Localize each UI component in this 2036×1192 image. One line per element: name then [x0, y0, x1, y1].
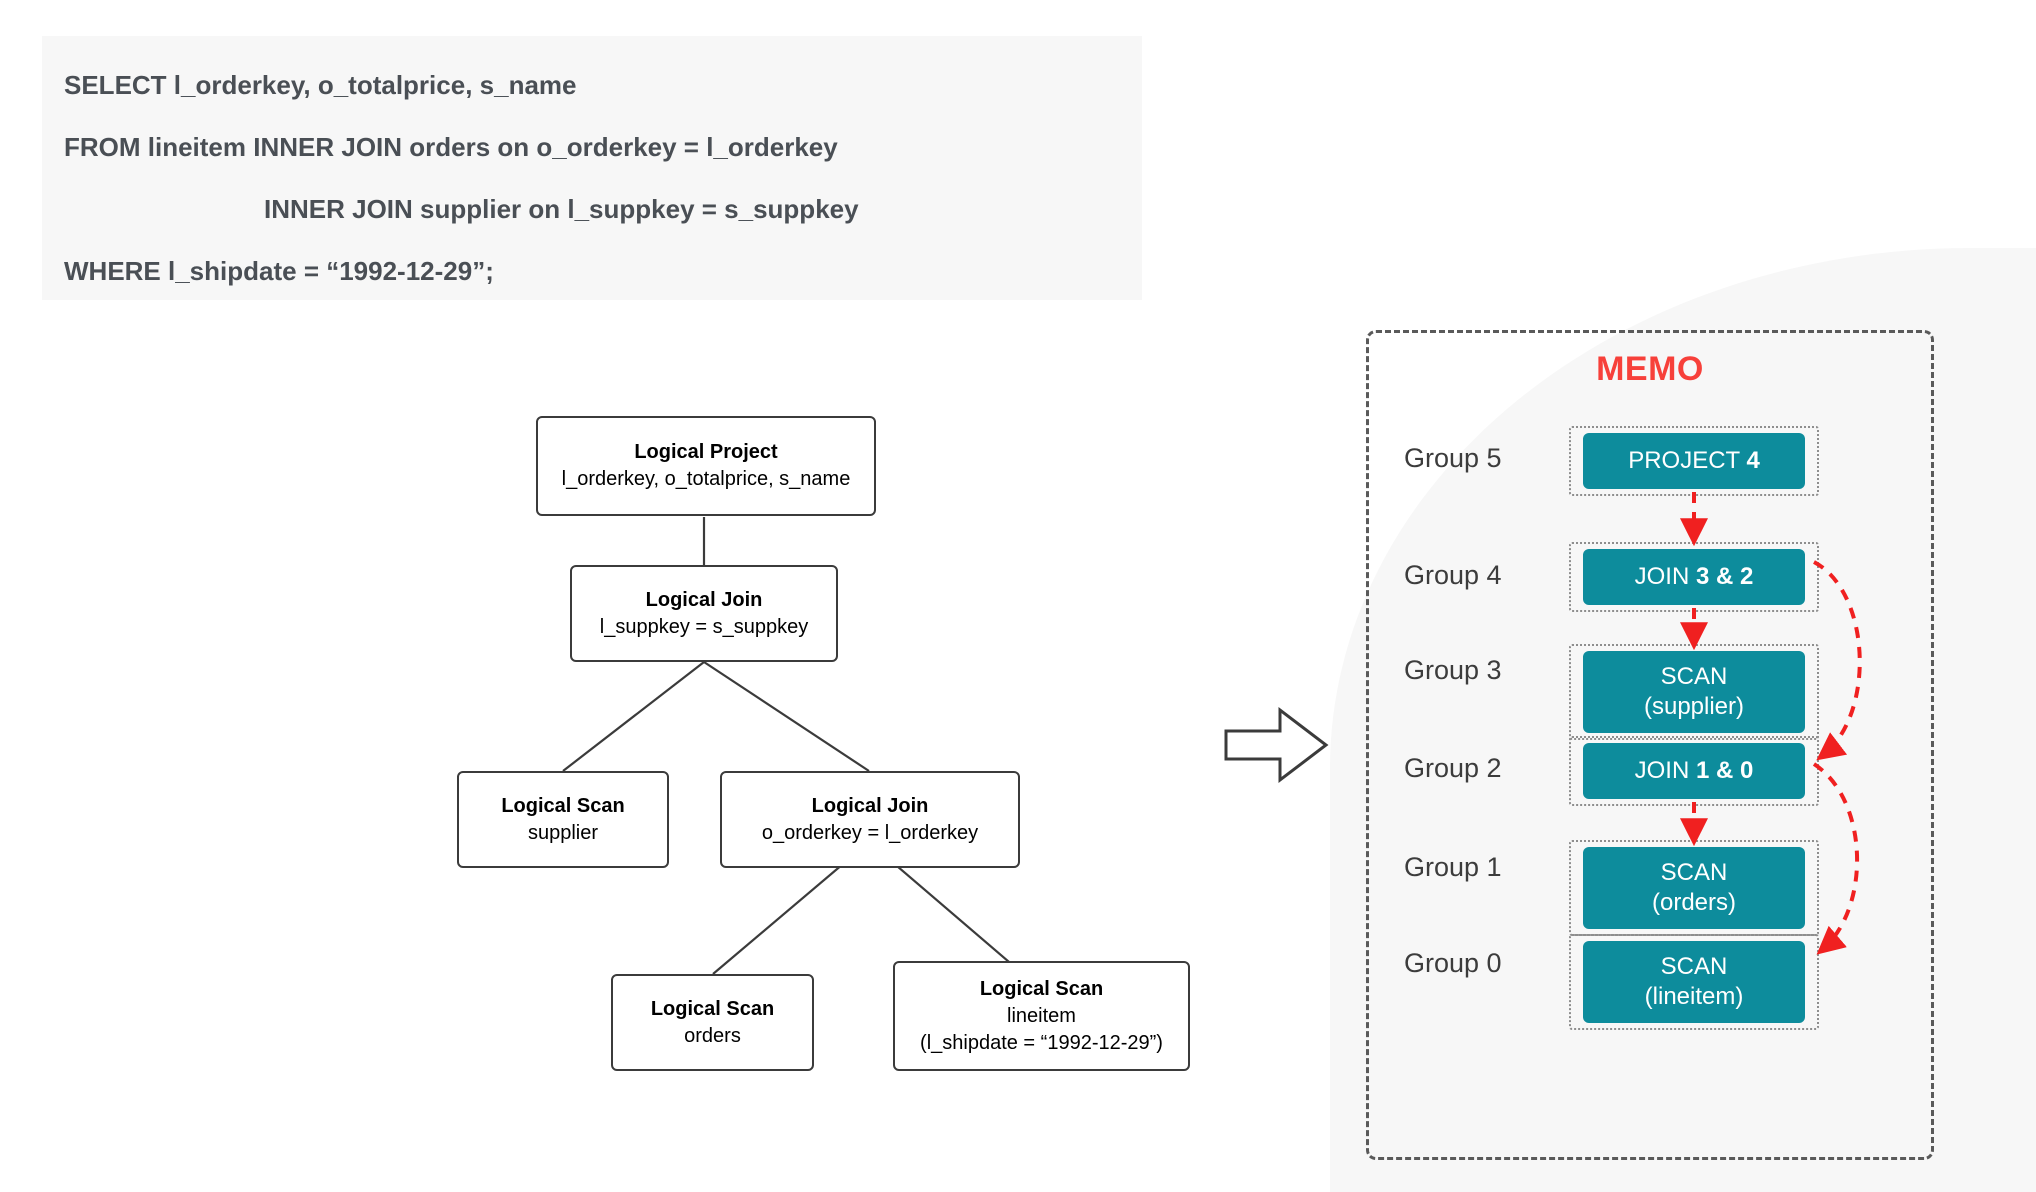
group-label-4: Group 4 — [1404, 560, 1502, 590]
tree-node-subtitle: l_suppkey = s_suppkey — [599, 615, 809, 638]
group-label-5: Group 5 — [1404, 443, 1502, 473]
memo-expr-args: 1 & 0 — [1695, 757, 1754, 784]
memo-panel — [1366, 330, 1934, 1160]
tree-node-logical-join-orderkey[interactable]: Logical Join o_orderkey = l_orderkey — [720, 771, 1020, 868]
sql-query-block: SELECT l_orderkey, o_totalprice, s_name … — [42, 36, 1142, 300]
edge-join1-scan-supplier — [562, 661, 705, 772]
tree-node-title: Logical Scan — [650, 997, 775, 1020]
memo-expr-op: SCAN — [1660, 953, 1728, 980]
memo-expr-op: SCAN — [1660, 663, 1728, 690]
memo-expr-op: JOIN — [1634, 757, 1690, 784]
tree-node-title: Logical Scan — [501, 794, 625, 817]
tree-node-subtitle: l_orderkey, o_totalprice, s_name — [561, 468, 851, 490]
memo-expr-line: PROJECT 4 — [1628, 446, 1760, 476]
memo-expr-op: PROJECT — [1628, 447, 1740, 474]
sql-line-from: FROM lineitem INNER JOIN orders on o_ord… — [64, 132, 838, 162]
tree-node-logical-project[interactable]: Logical Project l_orderkey, o_totalprice… — [536, 416, 876, 516]
sql-line-select: SELECT l_orderkey, o_totalprice, s_name — [64, 70, 577, 100]
tree-node-subtitle: orders — [684, 1024, 741, 1047]
sql-line-join: INNER JOIN supplier on l_suppkey = s_sup… — [264, 194, 859, 224]
tree-node-title: Logical Scan — [979, 977, 1104, 1000]
memo-expr-op: JOIN — [1634, 563, 1690, 590]
memo-expr-join-1-0[interactable]: JOIN 1 & 0 — [1583, 743, 1805, 799]
memo-expr-op: SCAN — [1660, 859, 1728, 886]
memo-expr-line: JOIN 1 & 0 — [1635, 756, 1754, 786]
tree-node-subtitle: lineitem — [1007, 1004, 1076, 1027]
tree-node-title: Logical Join — [645, 588, 763, 611]
memo-expr-table: (supplier) — [1643, 693, 1745, 720]
memo-title: MEMO — [1596, 350, 1704, 388]
memo-expr-line: JOIN 3 & 2 — [1635, 562, 1754, 592]
memo-expr-project-4[interactable]: PROJECT 4 — [1583, 433, 1805, 489]
tree-node-subtitle: o_orderkey = l_orderkey — [761, 821, 979, 844]
memo-expr-scan-lineitem[interactable]: SCAN (lineitem) — [1583, 941, 1805, 1023]
group-slot-0[interactable] — [1569, 934, 1819, 1030]
memo-expr-scan-orders[interactable]: SCAN (orders) — [1583, 847, 1805, 929]
group-label-2: Group 2 — [1404, 753, 1502, 783]
tree-node-title: Logical Project — [634, 441, 778, 463]
group-label-1: Group 1 — [1404, 852, 1502, 882]
tree-node-logical-scan-lineitem[interactable]: Logical Scan lineitem (l_shipdate = “199… — [893, 961, 1190, 1071]
memo-expr-join-3-2[interactable]: JOIN 3 & 2 — [1583, 549, 1805, 605]
group-label-3: Group 3 — [1404, 655, 1502, 685]
logical-plan-tree: Logical Project l_orderkey, o_totalprice… — [457, 416, 1190, 1071]
memo-expr-scan-supplier[interactable]: SCAN (supplier) — [1583, 651, 1805, 733]
group-label-0: Group 0 — [1404, 948, 1502, 978]
memo-expr-table: (lineitem) — [1644, 983, 1744, 1010]
memo-expr-args: 3 & 2 — [1695, 563, 1754, 590]
memo-expr-table: (orders) — [1651, 889, 1736, 916]
tree-node-logical-join-suppkey[interactable]: Logical Join l_suppkey = s_suppkey — [570, 565, 838, 662]
right-block-arrow-icon — [1224, 706, 1329, 784]
memo-expr-args: 4 — [1746, 447, 1760, 474]
tree-node-subtitle: supplier — [527, 821, 599, 844]
sql-line-where: WHERE l_shipdate = “1992-12-29”; — [64, 256, 494, 286]
tree-node-logical-scan-orders[interactable]: Logical Scan orders — [611, 974, 814, 1071]
tree-node-title: Logical Join — [811, 794, 929, 817]
tree-node-logical-scan-supplier[interactable]: Logical Scan supplier — [457, 771, 669, 868]
edge-join1-join2 — [703, 661, 870, 772]
tree-node-predicate: (l_shipdate = “1992-12-29”) — [920, 1031, 1163, 1054]
